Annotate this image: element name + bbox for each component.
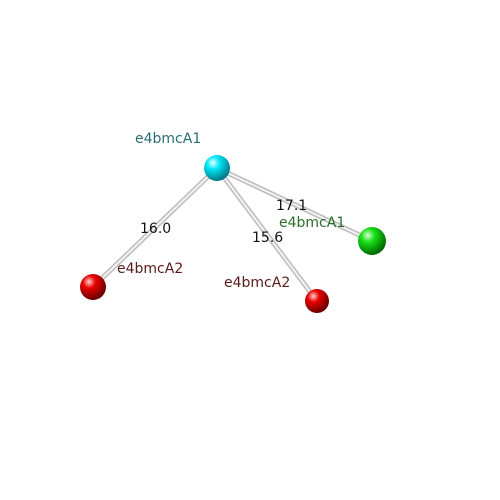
edge-n1-n3-highlight [216,167,318,302]
atom-node-green [358,227,386,255]
node-label-n1: e4bmcA1 [135,131,201,147]
edge-n1-n4-highlight [216,167,373,242]
node-label-n3: e4bmcA2 [224,275,290,291]
node-label-n4: e4bmcA1 [279,215,345,231]
node-label-n2: e4bmcA2 [117,261,183,277]
edge-label-n1-n2: 16.0 [140,221,171,237]
atom-node-red-left [80,274,106,300]
atom-node-cyan [204,155,230,181]
edge-group [90,165,375,304]
edge-label-n1-n4: 17.1 [276,198,307,214]
edge-label-n1-n3: 15.6 [252,230,283,246]
edge-n1-n2-highlight [92,167,218,288]
atom-node-red-right [305,289,329,313]
